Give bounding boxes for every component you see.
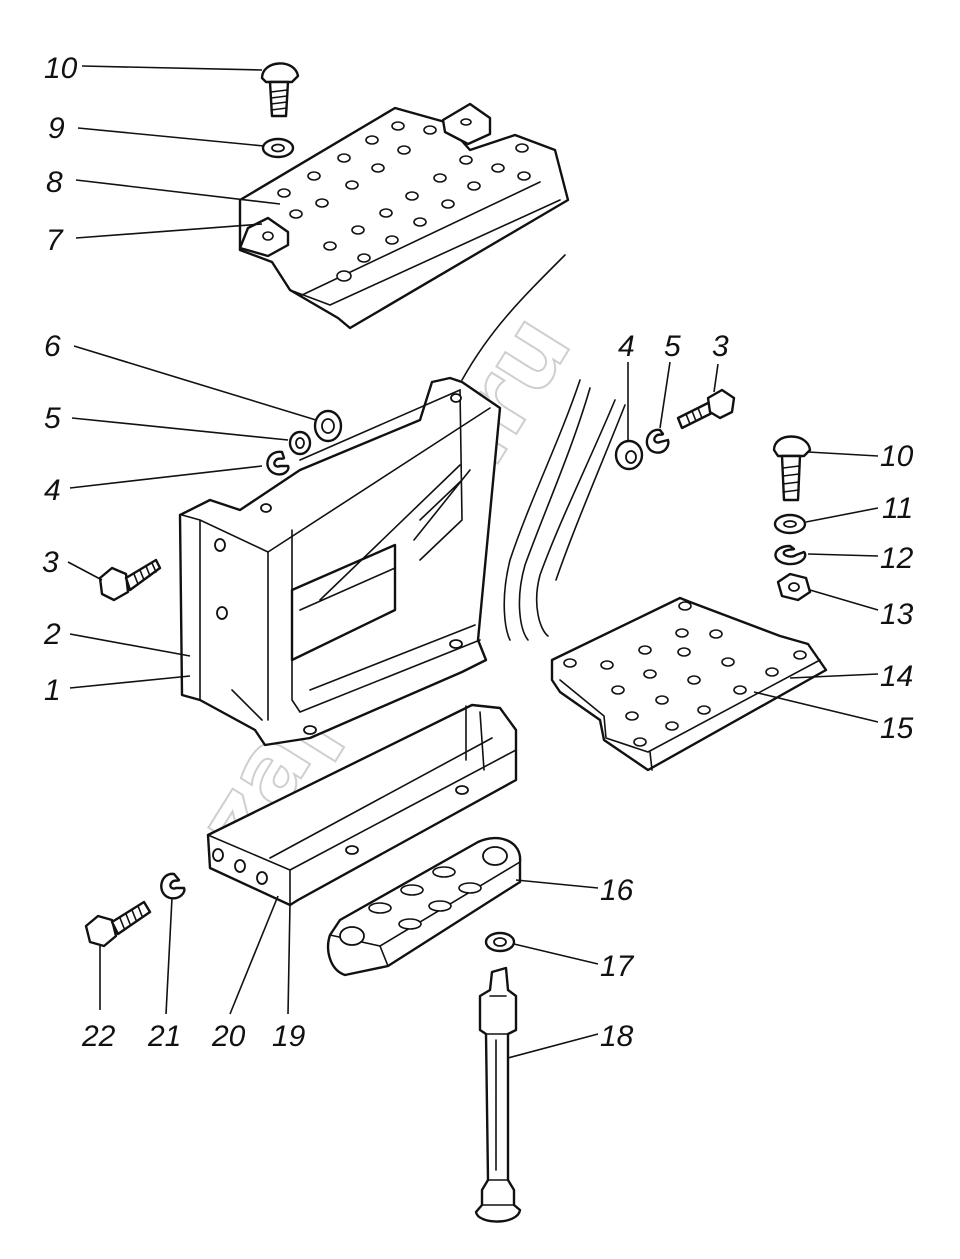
- hex-nut-right: [776, 572, 812, 602]
- callout-8: 8: [46, 166, 63, 199]
- callout-6: 6: [44, 330, 61, 363]
- callout-3-left: 3: [42, 546, 59, 579]
- callout-2: 2: [43, 618, 61, 651]
- plate-holes-top: [262, 118, 531, 282]
- lower-mount-bar: [206, 703, 518, 907]
- callout-10-right: 10: [880, 440, 914, 473]
- callout-5-right: 5: [664, 330, 681, 363]
- carriage-bolt-top: [260, 62, 300, 118]
- callout-16: 16: [600, 874, 634, 907]
- spring-washer-right: [645, 428, 670, 454]
- hex-bolt-left: [98, 558, 162, 602]
- washer-left: [288, 430, 312, 456]
- callout-21: 21: [147, 1020, 181, 1053]
- callout-10-top: 10: [44, 52, 78, 85]
- callout-12: 12: [880, 542, 914, 575]
- right-step-plate: [550, 596, 828, 772]
- plate-holes-right: [563, 601, 807, 747]
- callout-5-left: 5: [44, 402, 61, 435]
- carriage-bolt-right: [772, 435, 812, 502]
- callout-20: 20: [211, 1020, 246, 1053]
- hex-bolt-right: [676, 388, 736, 430]
- callout-15: 15: [880, 712, 914, 745]
- long-support-rod: [474, 966, 522, 1223]
- washer-bottom: [484, 931, 516, 953]
- callout-9: 9: [48, 112, 65, 145]
- callout-11: 11: [882, 492, 913, 525]
- callout-19: 19: [272, 1020, 306, 1053]
- callout-22: 22: [81, 1020, 116, 1053]
- callout-4-left: 4: [44, 474, 61, 507]
- callout-3-right: 3: [712, 330, 729, 363]
- spring-washer-right-small: [774, 544, 807, 566]
- nut-left: [313, 409, 343, 443]
- top-step-plate: [238, 102, 570, 330]
- callout-18: 18: [600, 1020, 634, 1053]
- bottom-step-block: [326, 836, 522, 977]
- nut-right: [614, 439, 644, 471]
- main-bracket: [178, 376, 502, 747]
- callout-labels: 10 9 8 7 6 5 4 3 2 1 4 5 3 10 11 12 13 1…: [42, 52, 914, 1053]
- hex-bolt-bottom: [84, 900, 152, 948]
- spring-washer-bottom: [160, 872, 186, 900]
- callout-7: 7: [46, 224, 64, 257]
- callout-1: 1: [44, 674, 61, 707]
- callout-17: 17: [600, 950, 635, 983]
- washer-top: [261, 137, 295, 159]
- spring-washer-left: [266, 450, 290, 476]
- washer-right: [773, 513, 807, 535]
- leader-lines: [67, 65, 879, 1059]
- callout-13: 13: [880, 598, 914, 631]
- callout-14: 14: [880, 660, 913, 693]
- callout-4-right: 4: [618, 330, 635, 363]
